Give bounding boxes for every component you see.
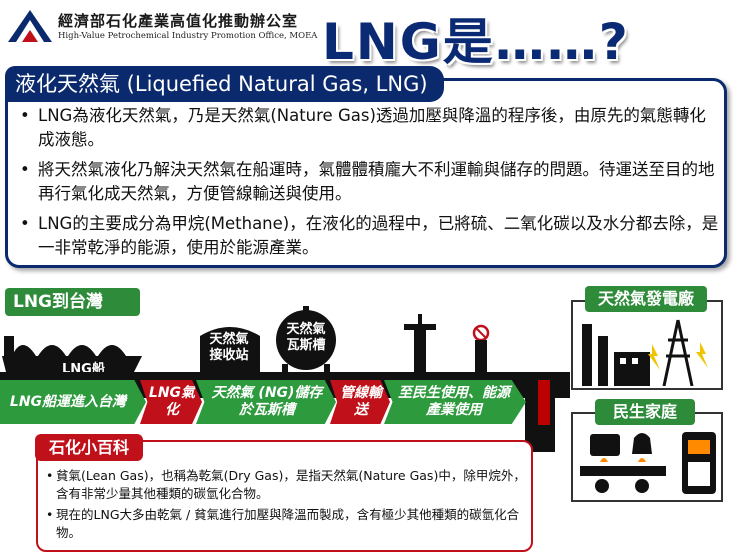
stage-storage: 天然氣 (NG)儲存於瓦斯槽 [196, 380, 336, 424]
stage-pipeline: 管線輸送 [330, 380, 390, 424]
definition-bullets: LNG為液化天然氣，乃是天然氣(Nature Gas)透過加壓與降溫的程序後，由… [20, 104, 720, 266]
org-name-zh: 經濟部石化產業高值化推動辦公室 [58, 12, 299, 30]
page-headline: LNG是……? [322, 13, 630, 71]
encyclopedia-item: 貧氣(Lean Gas)，也稱為乾氣(Dry Gas)，是指天然氣(Nature… [46, 467, 526, 503]
gas-tank-label: 天然氣瓦斯槽 [286, 322, 326, 353]
definition-bullet: LNG的主要成分為甲烷(Methane)，在液化的過程中，已將硫、二氧化碳以及水… [20, 212, 720, 260]
stage-end-use: 至民生使用、能源產業使用 [384, 380, 526, 424]
encyclopedia-list: 貧氣(Lean Gas)，也稱為乾氣(Dry Gas)，是指天然氣(Nature… [46, 467, 526, 545]
stage-gasification: LNG氣化 [140, 380, 202, 424]
moea-logo-icon [8, 10, 52, 42]
household-title: 民生家庭 [595, 399, 695, 425]
household-appliances-icon [580, 432, 716, 494]
receiving-station-icon [200, 327, 260, 380]
definition-bullet: LNG為液化天然氣，乃是天然氣(Nature Gas)透過加壓與降溫的程序後，由… [20, 104, 720, 152]
red-valve-icon [472, 324, 490, 374]
stage-ship-transport: LNG船運進入台灣 [0, 380, 146, 424]
definition-title: 液化天然氣 (Liquefied Natural Gas, LNG) [5, 66, 444, 102]
power-plant-title: 天然氣發電廠 [585, 286, 707, 312]
encyclopedia-title: 石化小百科 [35, 434, 144, 461]
receiving-station-label: 天然氣接收站 [209, 332, 249, 363]
pipe-valve-icon [404, 314, 436, 374]
power-plant-icon [582, 319, 708, 386]
encyclopedia-item: 現在的LNG大多由乾氣 / 貧氣進行加壓與降溫而製成，含有極少其他種類的碳氫化合… [46, 506, 526, 542]
flow-stage-band: LNG船運進入台灣 LNG氣化 天然氣 (NG)儲存於瓦斯槽 管線輸送 至民生使… [0, 380, 530, 424]
flow-title: LNG到台灣 [5, 288, 140, 316]
definition-bullet: 將天然氣液化乃解決天然氣在船運時，氣體體積龐大不利運輸與儲存的問題。待運送至目的… [20, 158, 720, 206]
pipeline-flow-marker [538, 380, 550, 425]
org-name-en: High-Value Petrochemical Industry Promot… [58, 31, 318, 41]
